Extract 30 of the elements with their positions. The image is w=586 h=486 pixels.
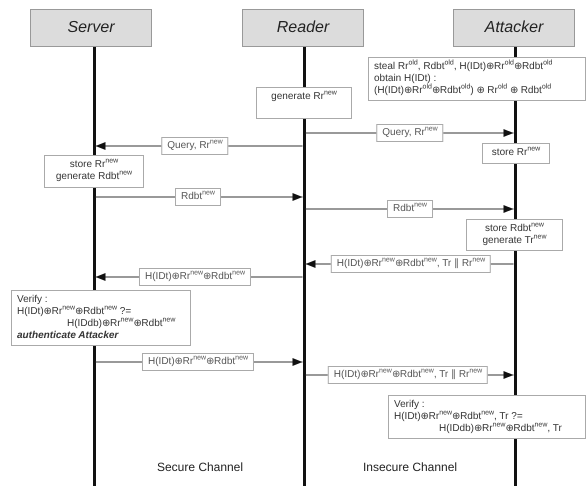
note-text: generate Rr$^{new}$ (270, 91, 338, 103)
note-text: Verify : (394, 399, 426, 411)
edge-label: Rdbt$^{new}$ (175, 188, 221, 206)
note-text: store Rr$^{new}$ (68, 159, 120, 171)
note-text: (H(IDt)⊕Rr$^{old}$⊕Rdbt$^{old}$) ⊕ Rr$^{old}$ ⊕ Rdbt$^{old}$ (374, 85, 552, 97)
edge-label: H(IDt)⊕Rr$^{new}$⊕Rdbt$^{new}$ (138, 268, 252, 286)
note-text: H(IDt)⊕Rr$^{new}$⊕Rdbt$^{new}$, Tr ?= H(IDdb)⊕Rr$^{new}$⊕Rdbt$^{new}$, Tr (394, 411, 563, 435)
note-text: obtain H(IDt) : (374, 73, 438, 84)
edge-label: Query, Rr$^{new}$ (161, 137, 229, 155)
edge-label: Rdbt$^{new}$ (387, 200, 433, 218)
channel-label: Insecure Channel (362, 460, 458, 474)
note-text: store Rr$^{new}$ (490, 147, 542, 159)
note-box (368, 57, 586, 101)
edge-label: H(IDt)⊕Rr$^{new}$⊕Rdbt$^{new}$, Tr ∥ Rr$^{new}$ (328, 366, 488, 384)
note-text: authenticate Attacker (17, 330, 120, 342)
note-text: store Rdbt$^{new}$ (484, 223, 545, 234)
participant-label: Server (67, 19, 115, 37)
note-text: H(IDt)⊕Rr$^{new}$⊕Rdbt$^{new}$ ?= H(IDdb)⊕Rr$^{new}$⊕Rdbt$^{new}$ (17, 306, 176, 330)
edge-label: Query, Rr$^{new}$ (376, 124, 444, 142)
note-box (388, 395, 586, 439)
note-box (11, 290, 191, 346)
participant-label: Reader (276, 19, 330, 37)
note-text: steal Rr$^{old}$, Rdbt$^{old}$, H(IDt)⊕Rr$^{old}$⊕Rdbt$^{old}$ (374, 61, 554, 73)
note-text: generate Rdbt$^{new}$ (54, 171, 134, 183)
edge-label: H(IDt)⊕Rr$^{new}$⊕Rdbt$^{new}$, Tr ∥ Rr$^{new}$ (330, 255, 492, 273)
note-text: Verify : (17, 294, 49, 306)
channel-label: Secure Channel (156, 460, 244, 474)
edge-label: H(IDt)⊕Rr$^{new}$⊕Rdbt$^{new}$ (142, 353, 254, 371)
note-text: generate Tr$^{new}$ (482, 235, 548, 247)
participant-label: Attacker (484, 19, 544, 37)
